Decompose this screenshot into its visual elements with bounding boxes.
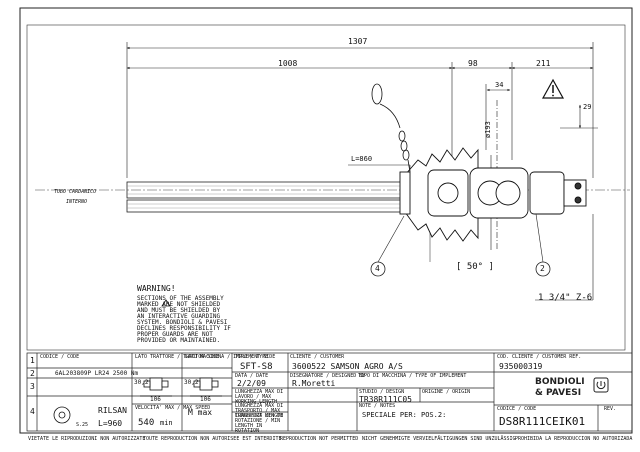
row2-code: 6AL203809P LR24 2500 Nm: [55, 370, 139, 377]
row-number: 1: [30, 356, 35, 365]
footer-notice: REPRODUCTION NOT PERMITTED: [280, 436, 359, 442]
speed-value: 540: [138, 418, 155, 428]
origin-header: ORIGINE / ORIGIN: [422, 389, 471, 395]
footer-notice: TOUTE REPRODUCTION NON AUTORISEE EST INT…: [143, 436, 282, 442]
type-value: SFT-S8: [240, 362, 273, 372]
working-length-header: LUNGHEZZA MAX DI LAVORO / MAX WORKING LE…: [235, 389, 284, 405]
outer-frame: [19, 7, 633, 434]
warning-line: AN INTERACTIVE GUARDING: [137, 313, 221, 320]
safety-chain: [371, 83, 411, 173]
rilsan-label: RILSAN: [98, 406, 127, 415]
balloon-4-label: 4: [375, 264, 380, 273]
warning-line: SYSTEM. BONDIOLI & PAVESI: [137, 319, 228, 326]
date-header: DATA / DATE: [235, 373, 269, 379]
driveline-tubes: [35, 181, 630, 213]
cross-joint-icon-tractor: [140, 377, 172, 397]
warning-line: SECTIONS OF THE ASSEMBLY: [137, 295, 224, 302]
warning-line: AND MUST BE SHIELDED BY: [137, 307, 221, 314]
tractor-side-header: LATO TRATTORE / TRACTOR SIDE: [135, 354, 220, 360]
rilsan-length: L=960: [98, 419, 123, 428]
warning-triangle-icon: [541, 78, 565, 99]
balloon-4: [370, 261, 386, 277]
dim-29: 29: [583, 103, 592, 111]
bondioli-pavesi-logo-icon: [593, 377, 609, 393]
warning-line: PROVIDED OR MAINTAINED.: [137, 337, 221, 344]
spline-profile-icon: [53, 406, 71, 424]
customer-header: CLIENTE / CUSTOMER: [290, 354, 345, 360]
tube-label-it: TUBO CARDANICO: [54, 189, 97, 195]
footer-notice: VIETATE LE RIPRODUZIONI NON AUTORIZZATE: [28, 436, 146, 442]
logo-line1: BONDIOLI: [535, 377, 585, 387]
speed-header: VELOCITA' MAX / MAX SPEED: [135, 405, 211, 411]
design-value: TR38R111C05: [359, 395, 412, 404]
dim-1307: 1307: [348, 37, 368, 46]
dim-l860: L=860: [351, 155, 373, 163]
customer-ref-header: COD. CLIENTE / CUSTOMER REF.: [497, 354, 582, 360]
angle-label: [ 50° ]: [456, 262, 494, 272]
balloon-2: [535, 261, 551, 277]
notes-header: NOTE / NOTES: [359, 403, 396, 409]
designer-header: DISEGNATORE / DESIGNED BY: [290, 373, 366, 379]
date-value: 2/2/09: [237, 379, 266, 388]
dim-193: ø193: [484, 121, 492, 138]
customer-value: 3600522 SAMSON AGRO A/S: [292, 362, 403, 371]
footer-notice: PROHIBIDA LA REPRODUCCION NO AUTORIZADA: [515, 436, 633, 442]
tube-label-en: INTERNO: [66, 199, 88, 205]
transport-length-header: LUNGHEZZA MAX DI TRASPORTO / MAX TRANSPO…: [235, 403, 284, 419]
warning-block: WARNING! SECTIONS OF THE ASSEMBLY MARKED…: [137, 285, 247, 344]
dimension-lines: [126, 42, 598, 250]
title-block-grid: [26, 352, 633, 432]
spline-label: 1 3/4" Z-6: [538, 293, 593, 303]
warning-line: DECLINES RESPONSIBILITY IF: [137, 325, 231, 332]
speed-unit: min: [160, 419, 173, 427]
designer-value: R.Moretti: [292, 379, 336, 388]
cross-dim-c: 30,2: [184, 379, 199, 386]
dim-211: 211: [536, 59, 551, 68]
dim-1008: 1008: [278, 59, 298, 68]
row-number: 3: [30, 382, 35, 391]
scale-label: S.25: [76, 422, 89, 428]
implement-side-header: LATO MACCHINA / IMPLEMENT SIDE: [185, 354, 276, 360]
warning-title: WARNING!: [137, 284, 176, 293]
design-header: STUDIO / DESIGN: [359, 389, 405, 395]
max-torque-label: M max: [188, 408, 213, 417]
cross-dim-d: 106: [200, 396, 211, 403]
cross-joint-icon-implement: [190, 377, 222, 397]
dim-98: 98: [468, 59, 478, 68]
warning-line: PROPER GUARDS ARE NOT: [137, 331, 213, 338]
rev-header: REV.: [604, 406, 617, 412]
drawing-code: DS8R111CEIK01: [499, 415, 586, 428]
row-number: 2: [30, 369, 35, 378]
type-header: TIPO / TYPE: [235, 354, 269, 360]
footer-notice: NICHT GENEHMIGTE VERVIELFÄLTIGUNGEN SIND…: [362, 436, 516, 442]
cv-joint: [427, 167, 587, 219]
cross-dim-a: 30,2: [134, 379, 149, 386]
warning-mini-icon: [161, 299, 171, 307]
min-length-header: LUNGHEZZA MIN DI ROTAZIONE / MIN LENGTH …: [235, 413, 284, 434]
dim-34: 34: [495, 81, 504, 89]
notes-value: SPECIALE PER: POS.2:: [362, 411, 447, 419]
customer-ref-value: 935000319: [499, 362, 543, 371]
drawing-border: [26, 24, 626, 351]
row-number: 4: [30, 407, 35, 416]
cross-dim-b: 106: [150, 396, 161, 403]
code-header-right: CODICE / CODE: [497, 406, 537, 412]
implement-type-header: TIPO DI MACCHINA / TYPE OF IMPLEMENT: [358, 373, 467, 379]
warning-line: MARKED ARE NOT SHIELDED: [137, 301, 221, 308]
balloon-2-label: 2: [540, 264, 545, 273]
code-header: CODICE / CODE: [40, 354, 80, 360]
logo-line2: & PAVESI: [535, 388, 582, 398]
